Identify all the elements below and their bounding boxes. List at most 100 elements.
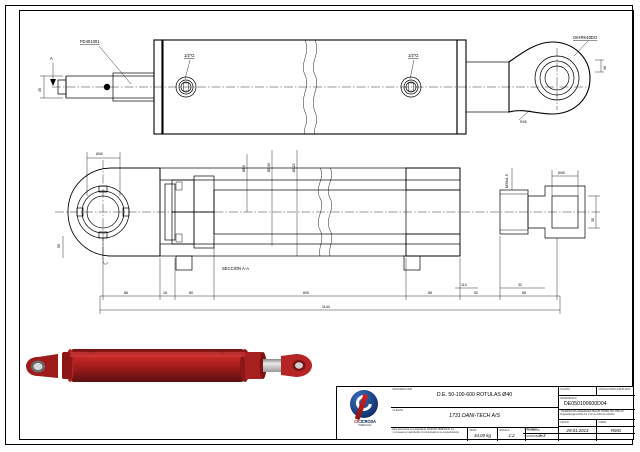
dim-chain-v5: 52 xyxy=(474,291,478,295)
referencia-label: REFERENCIA xyxy=(560,396,577,400)
section-break-right xyxy=(328,167,333,257)
company-name-accent: CI xyxy=(354,419,358,424)
gland-ring xyxy=(164,183,176,241)
right-gland-top xyxy=(405,167,461,191)
rod-eye-section-body xyxy=(527,185,586,239)
dim-eye-radius: R45 xyxy=(520,120,527,124)
cliente-value: 1731 DANI-TECH A/S xyxy=(449,412,500,419)
planta-cell: PLANTA xyxy=(559,387,597,396)
firma-value-cell: RMG xyxy=(597,427,635,434)
tube-wall-bottom xyxy=(159,243,461,257)
cliente-label: CLIENTE xyxy=(392,408,404,412)
iso-head-flange xyxy=(62,352,72,379)
port-left-group xyxy=(175,76,197,98)
fecha-label: FECHA xyxy=(560,420,569,424)
company-name-rest: CICROSA xyxy=(357,419,376,424)
label-port-right: 1/2"G xyxy=(408,53,419,58)
section-break-left xyxy=(318,167,323,257)
dim-chain-v3: 600 xyxy=(303,291,309,295)
sheet-border-inner xyxy=(19,10,634,440)
comprobado-label-cell: COMPROBADO xyxy=(523,434,559,441)
peso-label: PESO xyxy=(469,428,477,432)
iso-rod xyxy=(263,359,281,372)
dim-chain-v2: 80 xyxy=(189,291,193,295)
dim-rod-thread: M39x1.5 xyxy=(505,174,509,188)
tube-wall-top xyxy=(159,167,461,181)
codigo-label: CÓDIGO MONTAJE/PLANO xyxy=(598,387,631,391)
company-note-2: y no puede ser reproducido ni comunicado… xyxy=(392,432,460,435)
break-line-right xyxy=(313,39,317,135)
dimension-chain: 86 18 80 600 85 52 85 110 32 1144 xyxy=(99,236,561,314)
cap-eye-grease-nipple xyxy=(102,238,109,265)
port-boss-right xyxy=(403,255,421,271)
piston-assembly xyxy=(171,175,215,249)
dim-50-value: 50 xyxy=(57,244,61,248)
iso-barrel xyxy=(70,349,245,382)
comprobado-fecha-cell xyxy=(559,434,597,441)
iso-gland xyxy=(245,352,263,379)
leader-port-left xyxy=(184,59,191,80)
label-port-left: 1/2"G xyxy=(184,53,195,58)
dim-chain-v6: 85 xyxy=(522,291,526,295)
leader-rod-part xyxy=(98,45,132,85)
elevation-view: FD401001 1/2"G 1/2"G GIHRK40DO A 35 36 R… xyxy=(38,35,607,135)
cap-eye-key-left xyxy=(76,207,84,217)
company-name: CICICROSA xyxy=(338,419,392,424)
label-rod-eye-code: GIHRK40DO xyxy=(573,35,598,40)
rod-eye-section-bore xyxy=(551,195,579,229)
codigo-cell: CÓDIGO MONTAJE/PLANO xyxy=(597,387,635,396)
port-boss-left xyxy=(175,255,193,271)
dim-35-value: 35 xyxy=(591,218,595,222)
label-rod-part-code: FD401001 xyxy=(80,39,100,44)
iso-rod-eye-bearing xyxy=(295,362,303,369)
tolerancias-note: Rugosidad general Ra 3,2 si no se indica… xyxy=(560,414,615,417)
section-arrow-head xyxy=(50,79,56,86)
iso-cap-eye-bearing xyxy=(33,362,43,371)
leader-port-right xyxy=(409,59,415,80)
comprobado-label: COMPROBADO xyxy=(524,434,543,438)
section-arrow-label-a: A xyxy=(50,56,53,61)
dim-sec-v0: 110 xyxy=(461,283,467,287)
isometric-view xyxy=(26,349,312,382)
dim-chain-v1: 18 xyxy=(163,291,167,295)
section-title: SECCIÓN A-A xyxy=(222,266,249,271)
dim-overall-value: 1144 xyxy=(322,305,330,309)
iso-barrel-highlight xyxy=(70,352,245,357)
rod-eye-body xyxy=(508,41,591,115)
company-note-1: Este documento es propiedad de CICROSA H… xyxy=(392,428,455,431)
dim-tube-dia: Ø115 xyxy=(292,163,296,172)
firma-label: FIRMA xyxy=(598,420,607,424)
formato-label: FORMATO xyxy=(527,428,540,432)
escala-label: ESCALA xyxy=(499,428,510,432)
port-right-group xyxy=(400,76,422,98)
dibujado-label-cell: DIBUJADO xyxy=(523,427,559,434)
title-block: CICICROSA HIDRAULIC DENOMINACION D.E. 50… xyxy=(336,386,635,441)
tolerancias-cell: TOLERANCIAS GENERALES SEGUN NORMA ISO 27… xyxy=(559,410,635,420)
leader-eye-radius xyxy=(518,109,531,121)
dim-eye-width: 36 xyxy=(603,66,607,70)
section-diameter-dims: Ø50 Ø100 Ø115 xyxy=(242,150,298,256)
leader-rod-eye xyxy=(573,40,589,57)
dim-eye40r-value: Ø40 xyxy=(558,171,565,175)
dim-sec-v1: 32 xyxy=(518,283,522,287)
company-subtitle: HIDRAULIC xyxy=(358,423,372,427)
cliente-cell: CLIENTE 1731 DANI-TECH A/S xyxy=(391,408,559,428)
escala-value: 1:2 xyxy=(508,432,515,438)
planta-label: PLANTA xyxy=(560,387,571,391)
break-line-left xyxy=(303,39,307,135)
dim-chain-v4: 85 xyxy=(428,291,432,295)
dim-piston-dia: Ø100 xyxy=(267,163,271,172)
company-note-cell: Este documento es propiedad de CICROSA H… xyxy=(391,428,468,441)
denominacion-cell: DENOMINACION D.E. 50-100-600 ROTULAS Ø40 xyxy=(391,387,559,408)
right-gland-bottom xyxy=(405,233,461,257)
dim-chain-v0: 86 xyxy=(124,291,128,295)
company-logo: CICICROSA HIDRAULIC xyxy=(338,388,390,428)
referencia-value: DE050100600D04 xyxy=(564,400,607,407)
sheet-border-outer xyxy=(5,5,633,445)
section-view: Ø50 Ø100 Ø115 Ø40 M39x1.5 Ø40 35 xyxy=(55,150,600,271)
peso-value: 44,00 kg xyxy=(474,432,491,438)
fecha-value-cell: 29.01.2013 xyxy=(559,427,597,434)
comprobado-firma-cell xyxy=(597,434,635,441)
